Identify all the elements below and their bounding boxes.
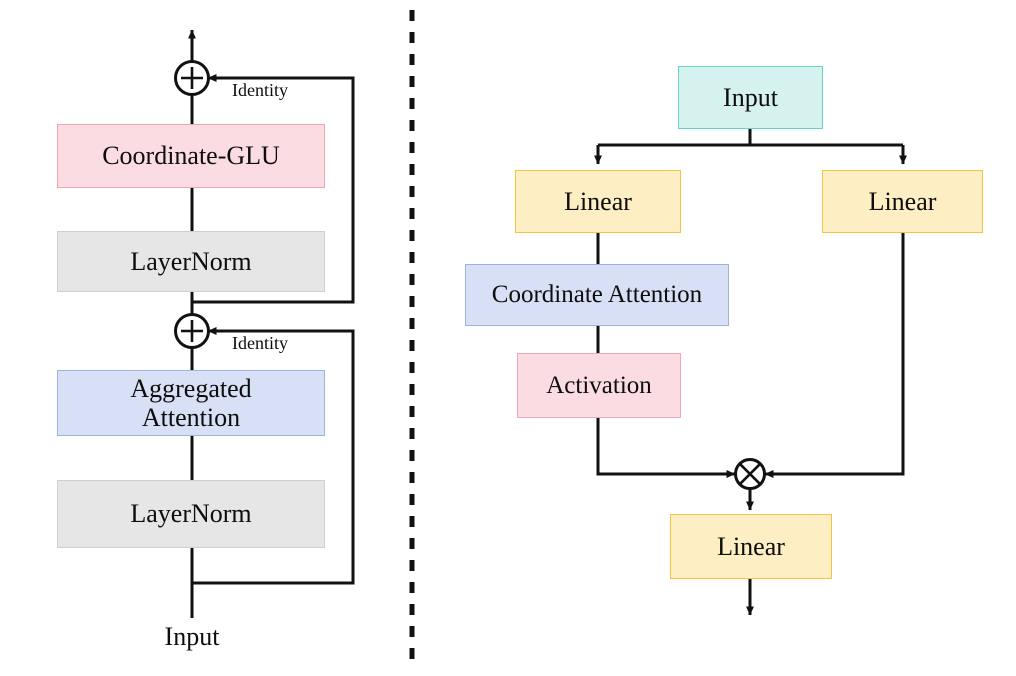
node-layernorm-top[interactable]: LayerNorm [57,231,325,292]
wire-identity-top [192,74,355,304]
edge-label-identity-bottom: Identity [232,333,288,353]
wire-activation-to-multiply [596,418,736,478]
node-coordinate-attention[interactable]: Coordinate Attention [465,264,729,326]
node-label: Activation [546,371,652,399]
node-linear-right[interactable]: Linear [822,170,983,233]
node-label: Coordinate-GLU [102,141,280,171]
node-linear-left[interactable]: Linear [515,170,681,233]
node-input[interactable]: Input [678,66,823,129]
node-coordinate-glu[interactable]: Coordinate-GLU [57,124,325,188]
node-aggregated-attention[interactable]: Aggregated Attention [57,370,325,436]
node-activation[interactable]: Activation [517,353,681,418]
edge-label-identity-top: Identity [232,80,288,100]
node-label: Linear [717,531,785,561]
node-label: LayerNorm [130,499,252,529]
node-label: Linear [564,186,632,216]
node-layernorm-bottom[interactable]: LayerNorm [57,480,325,548]
wire-identity-bottom [192,327,355,585]
node-label: LayerNorm [130,246,252,276]
label-input-left: Input [164,622,220,651]
node-label: Input [723,82,778,112]
wire-linearright-to-multiply [764,233,905,478]
node-label: Aggregated Attention [130,373,252,432]
node-linear-out[interactable]: Linear [670,514,832,579]
node-label: Linear [868,186,937,216]
node-label: Coordinate Attention [491,281,703,308]
